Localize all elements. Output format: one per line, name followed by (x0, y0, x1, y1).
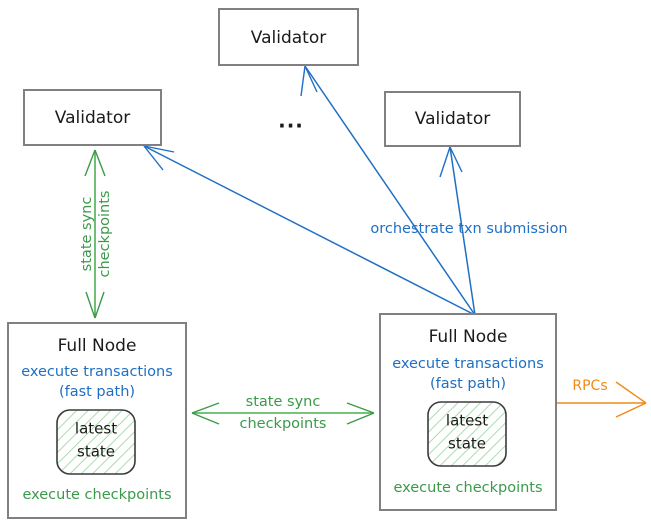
full-node-left-green-label: execute checkpoints (22, 487, 171, 503)
validator-left-label: Validator (55, 108, 130, 128)
state-sync-horizontal-line1: state sync (246, 394, 321, 410)
full-node-right-green-label: execute checkpoints (393, 480, 542, 496)
full-node-right-latest-state-box (427, 401, 507, 467)
validator-top-label: Validator (251, 28, 326, 48)
state-sync-vertical-line1: state sync (79, 197, 95, 272)
rpcs-label: RPCs (572, 378, 607, 394)
full-node-right-blue-line2: (fast path) (430, 376, 506, 392)
full-node-left-inner-line2: state (77, 443, 115, 461)
node-validator-top[interactable]: Validator (218, 8, 359, 66)
state-sync-horizontal-line2: checkpoints (240, 416, 327, 432)
validators-ellipsis: ... (278, 109, 304, 133)
edge-rpcs: RPCs (557, 378, 647, 418)
full-node-right-inner-line2: state (448, 435, 486, 453)
full-node-right-title: Full Node (429, 327, 508, 347)
full-node-left-blue-line2: (fast path) (59, 384, 135, 400)
full-node-right-blue-line1: execute transactions (392, 356, 544, 372)
edge-orchestrate-txn-submission: orchestrate txn submission (143, 65, 568, 316)
edge-state-sync-vertical: state sync checkpoints (79, 149, 113, 319)
node-validator-right[interactable]: Validator (384, 91, 521, 147)
node-full-node-left[interactable]: Full Node execute transactions (fast pat… (7, 322, 187, 519)
orchestrate-label: orchestrate txn submission (370, 221, 567, 237)
state-sync-vertical-line2: checkpoints (97, 191, 113, 278)
validator-right-label: Validator (415, 109, 490, 129)
node-full-node-right[interactable]: Full Node execute transactions (fast pat… (379, 313, 557, 511)
full-node-right-inner-line1: latest (446, 412, 488, 430)
full-node-left-inner-line1: latest (75, 420, 117, 438)
edge-state-sync-horizontal: state sync checkpoints (191, 394, 375, 432)
full-node-left-title: Full Node (58, 336, 137, 356)
full-node-left-blue-line1: execute transactions (21, 364, 173, 380)
full-node-left-latest-state-box (56, 409, 136, 475)
node-validator-left[interactable]: Validator (23, 89, 162, 146)
